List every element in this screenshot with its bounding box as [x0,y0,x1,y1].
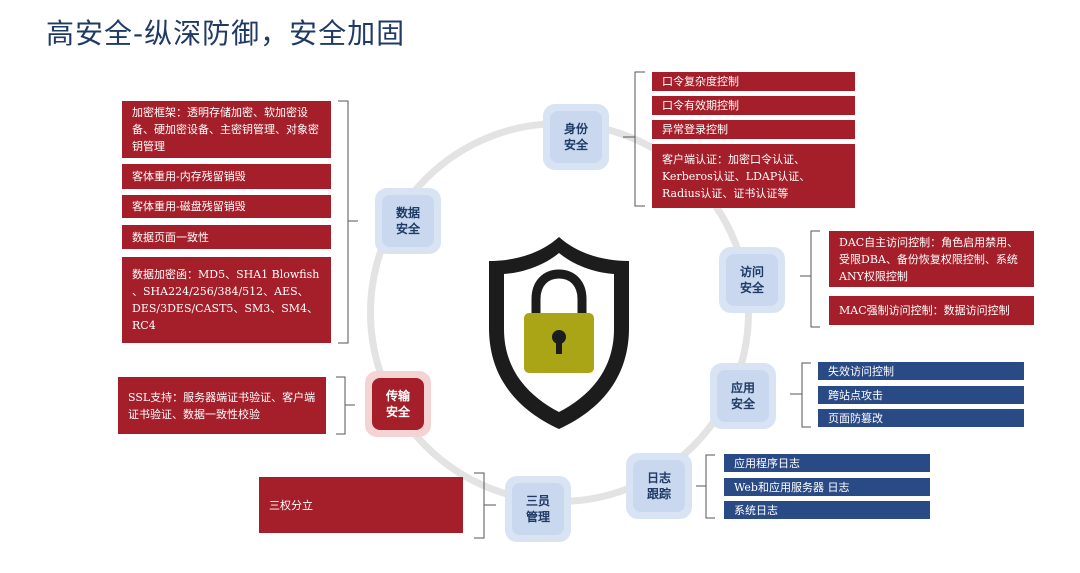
three-roles-item: 三权分立 [259,477,463,533]
node-access-label: 访问安全 [739,265,764,295]
access-item: DAC自主访问控制：角色启用禁用、受限DBA、备份恢复权限控制、系统ANY权限控… [829,231,1034,287]
node-log-label: 日志跟踪 [646,471,671,501]
data-item: 数据页面一致性 [122,225,331,249]
page-title: 高安全-纵深防御，安全加固 [46,17,406,50]
node-transport-label: 传输安全 [385,389,410,419]
identity-item: 口令有效期控制 [652,96,855,115]
node-three-roles-label: 三员管理 [525,494,550,524]
access-item: MAC强制访问控制：数据访问控制 [829,296,1034,325]
application-item: 失效访问控制 [818,362,1024,380]
node-data-label: 数据安全 [395,206,420,236]
data-item: 客体重用-内存残留销毁 [122,164,331,189]
transport-item: SSL支持：服务器端证书验证、客户端证书验证、数据一致性校验 [118,377,326,434]
identity-item: 异常登录控制 [652,120,855,139]
log-item: Web和应用服务器 日志 [724,478,930,496]
node-data-security: 数据安全 [375,188,441,254]
node-three-roles: 三员管理 [505,476,571,542]
application-item: 跨站点攻击 [818,386,1024,404]
data-item: 加密框架：透明存储加密、软加密设备、硬加密设备、主密钥管理、对象密钥管理 [122,101,331,158]
node-transport-security: 传输安全 [365,371,431,437]
data-item: 数据加密函：MD5、SHA1 Blowfish 、SHA224/256/384/… [122,257,331,343]
identity-item: 口令复杂度控制 [652,72,855,91]
node-application-security: 应用安全 [710,363,776,429]
node-identity-label: 身份安全 [563,122,588,152]
node-identity-security: 身份安全 [543,104,609,170]
node-application-label: 应用安全 [730,381,755,411]
node-log-tracking: 日志跟踪 [626,453,692,519]
shield-lock-icon [489,237,629,429]
node-access-security: 访问安全 [719,247,785,313]
data-item: 客体重用-磁盘残留销毁 [122,195,331,218]
application-item: 页面防篡改 [818,409,1024,427]
identity-item: 客户端认证：加密口令认证、Kerberos认证、LDAP认证、Radius认证、… [652,144,855,208]
log-item: 应用程序日志 [724,454,930,472]
log-item: 系统日志 [724,501,930,519]
